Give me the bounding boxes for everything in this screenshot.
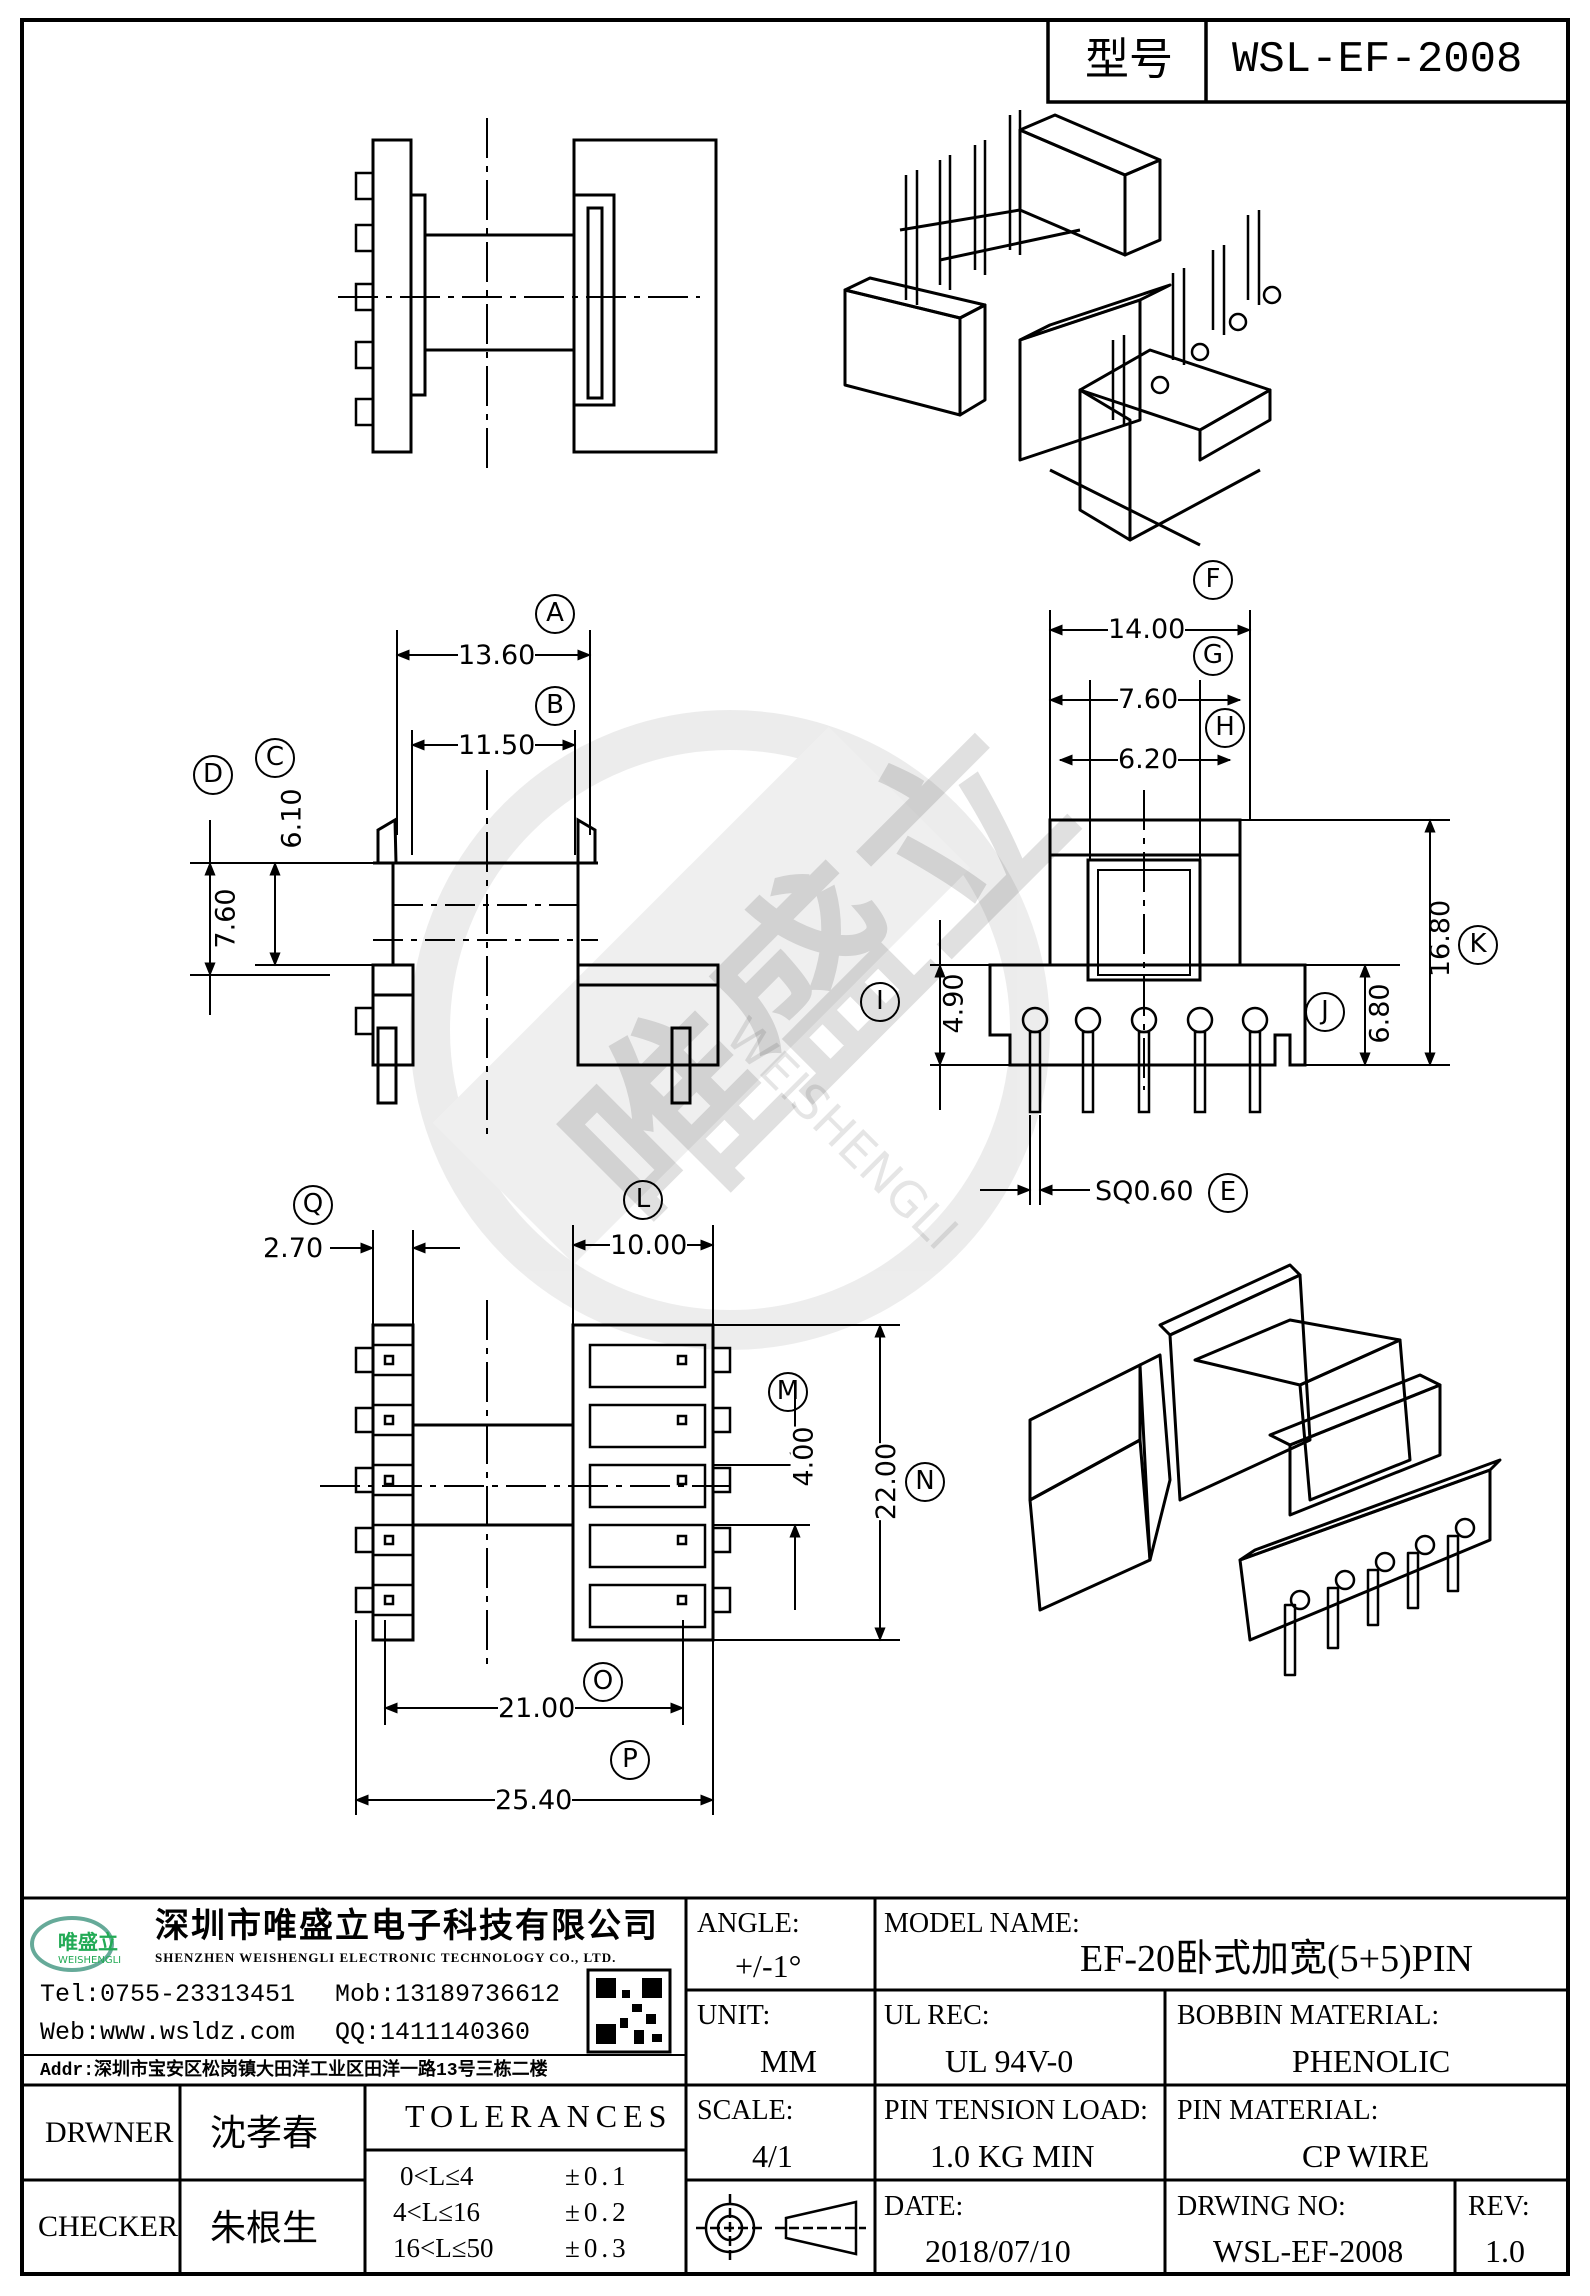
logo-text: 唯盛立: [58, 1930, 118, 1954]
dim-letter-D: D: [193, 755, 233, 795]
pin-material-value: CP WIRE: [1302, 2138, 1430, 2174]
company-tel: Tel:0755-23313451: [40, 1980, 296, 2009]
dim-letter-I: I: [860, 982, 900, 1022]
pin-tension-value: 1.0 KG MIN: [930, 2138, 1095, 2174]
angle-label: ANGLE:: [697, 1908, 800, 1939]
dim-Q: 2.70: [263, 1233, 324, 1264]
scale-value: 4/1: [752, 2138, 793, 2174]
rev-value: 1.0: [1485, 2233, 1525, 2269]
dim-letter-H: H: [1205, 708, 1245, 748]
dim-letter-J: J: [1305, 992, 1345, 1032]
scale-label: SCALE:: [697, 2095, 794, 2126]
rev-label: REV:: [1468, 2191, 1530, 2222]
ul-rec-value: UL 94V-0: [945, 2043, 1074, 2079]
ul-rec-label: UL REC:: [884, 2000, 990, 2031]
dim-H: 6.20: [1118, 744, 1179, 775]
front-view-left: [354, 770, 720, 1135]
tolerances-label: TOLERANCES: [405, 2098, 673, 2134]
dim-letter-Q: Q: [293, 1185, 333, 1225]
drawing-no-value: WSL-EF-2008: [1213, 2233, 1404, 2269]
dim-K: 16.80: [1425, 899, 1457, 978]
bobbin-material-value: PHENOLIC: [1292, 2043, 1451, 2079]
model-number: WSL-EF-2008: [1232, 35, 1523, 85]
drawing-no-label: DRWING NO:: [1177, 2191, 1346, 2222]
unit-value: MM: [760, 2043, 817, 2079]
drawer-label: DRWNER: [45, 2116, 174, 2149]
dim-letter-M: M: [768, 1372, 808, 1412]
company-name-cn: 深圳市唯盛立电子科技有限公司: [155, 1908, 659, 1945]
dim-letter-P: P: [610, 1740, 650, 1780]
dim-F: 14.00: [1108, 614, 1186, 645]
model-label: 型号: [1085, 35, 1173, 84]
checker-label: CHECKER: [38, 2210, 179, 2243]
company-addr: Addr:深圳市宝安区松岗镇大田洋工业区田洋一路13号三栋二楼: [40, 2061, 548, 2081]
dim-J: 6.80: [1364, 983, 1396, 1044]
dim-letter-G: G: [1193, 636, 1233, 676]
dim-O: 21.00: [498, 1693, 576, 1724]
dim-L: 10.00: [610, 1230, 688, 1261]
sheet-border: [20, 18, 1570, 2276]
dim-letter-E: E: [1208, 1173, 1248, 1213]
dim-D: 7.60: [210, 888, 242, 949]
unit-label: UNIT:: [697, 2000, 771, 2031]
logo-sub: WEISHENGLI: [58, 1955, 122, 1966]
company-web: Web:www.wsldz.com: [40, 2018, 296, 2047]
dim-letter-K: K: [1458, 925, 1498, 965]
dim-G: 7.60: [1118, 684, 1179, 715]
tolerance-range-2: 4<L≤16: [393, 2197, 481, 2227]
top-view: [338, 118, 718, 470]
tolerance-value-2: ±0.2: [565, 2197, 630, 2227]
dim-letter-C: C: [255, 738, 295, 778]
dim-A: 13.60: [458, 640, 536, 671]
dim-letter-L: L: [623, 1180, 663, 1220]
pin-material-label: PIN MATERIAL:: [1177, 2095, 1379, 2126]
dim-P: 25.40: [495, 1785, 573, 1816]
dim-letter-O: O: [583, 1662, 623, 1702]
dim-letter-B: B: [535, 686, 575, 726]
title-block-grid: [22, 1896, 1568, 2274]
checker-name: 朱根生: [210, 2208, 319, 2248]
projection-symbol: [696, 2194, 866, 2262]
model-name-label: MODEL NAME:: [884, 1908, 1080, 1939]
iso-view-top: [843, 110, 1282, 547]
dim-M: 4.00: [788, 1426, 820, 1487]
qr-code: [586, 1968, 672, 2054]
dim-I: 4.90: [938, 973, 970, 1034]
company-qq: QQ:1411140360: [335, 2018, 531, 2047]
dim-letter-N: N: [905, 1462, 945, 1502]
iso-view-bottom: [1028, 1263, 1502, 1677]
dim-B: 11.50: [458, 730, 536, 761]
tolerance-value-3: ±0.3: [565, 2233, 630, 2263]
dim-C: 6.10: [276, 788, 308, 849]
company-name-en: SHENZHEN WEISHENGLI ELECTRONIC TECHNOLOG…: [155, 1950, 617, 1965]
pin-tension-label: PIN TENSION LOAD:: [884, 2095, 1148, 2126]
angle-value: +/-1°: [735, 1948, 802, 1984]
tolerance-range-1: 0<L≤4: [400, 2161, 474, 2191]
date-label: DATE:: [884, 2191, 964, 2222]
tolerance-value-1: ±0.1: [565, 2161, 630, 2191]
company-mob: Mob:13189736612: [335, 1980, 561, 2009]
model-name-value: EF-20卧式加宽(5+5)PIN: [1080, 1938, 1473, 1980]
header-box: [1046, 18, 1570, 104]
side-view-right: [988, 790, 1307, 1114]
dim-letter-F: F: [1193, 560, 1233, 600]
bottom-view: [320, 1300, 732, 1665]
dim-E: SQ0.60: [1095, 1176, 1194, 1207]
bobbin-material-label: BOBBIN MATERIAL:: [1177, 2000, 1440, 2031]
tolerance-range-3: 16<L≤50: [393, 2233, 494, 2263]
drawer-name: 沈孝春: [210, 2113, 319, 2153]
date-value: 2018/07/10: [925, 2233, 1071, 2269]
dim-letter-A: A: [535, 594, 575, 634]
company-logo-mark: [30, 1916, 114, 1972]
dim-N: 22.00: [871, 1442, 903, 1521]
